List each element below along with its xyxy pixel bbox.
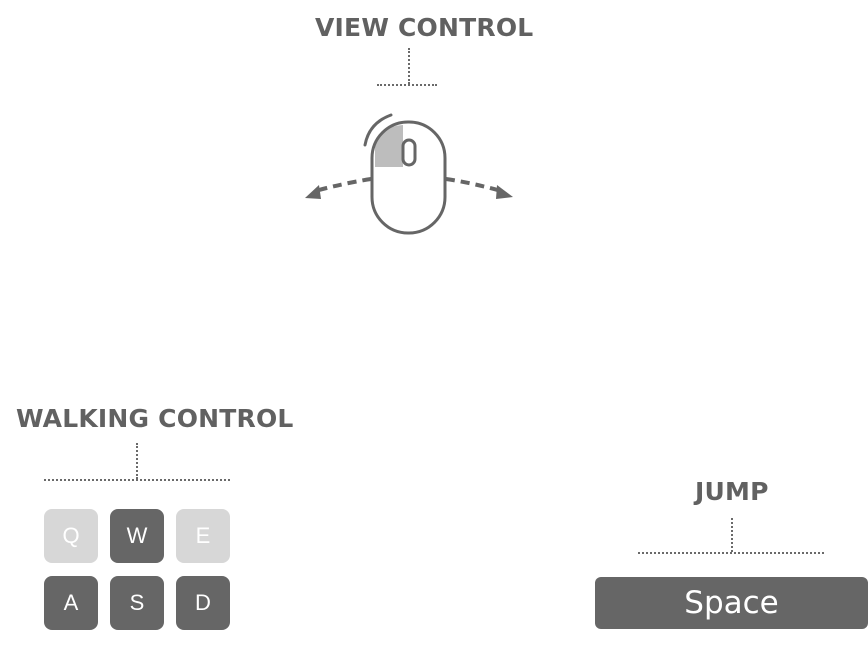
view-control-guide-vertical <box>408 48 410 84</box>
key-s[interactable]: S <box>110 576 164 630</box>
jump-label: JUMP <box>695 477 769 506</box>
walking-control-guide-vertical <box>136 443 138 479</box>
mouse-icon <box>305 113 513 235</box>
space-key[interactable]: Space <box>595 577 868 629</box>
view-control-guide-horizontal <box>377 84 437 86</box>
view-control-label: VIEW CONTROL <box>315 13 534 42</box>
walking-control-guide-horizontal <box>44 479 230 481</box>
key-q[interactable]: Q <box>44 509 98 563</box>
walking-control-label: WALKING CONTROL <box>16 404 294 433</box>
key-d[interactable]: D <box>176 576 230 630</box>
key-e[interactable]: E <box>176 509 230 563</box>
jump-guide-horizontal <box>638 552 824 554</box>
key-w[interactable]: W <box>110 509 164 563</box>
key-a[interactable]: A <box>44 576 98 630</box>
jump-guide-vertical <box>731 518 733 552</box>
